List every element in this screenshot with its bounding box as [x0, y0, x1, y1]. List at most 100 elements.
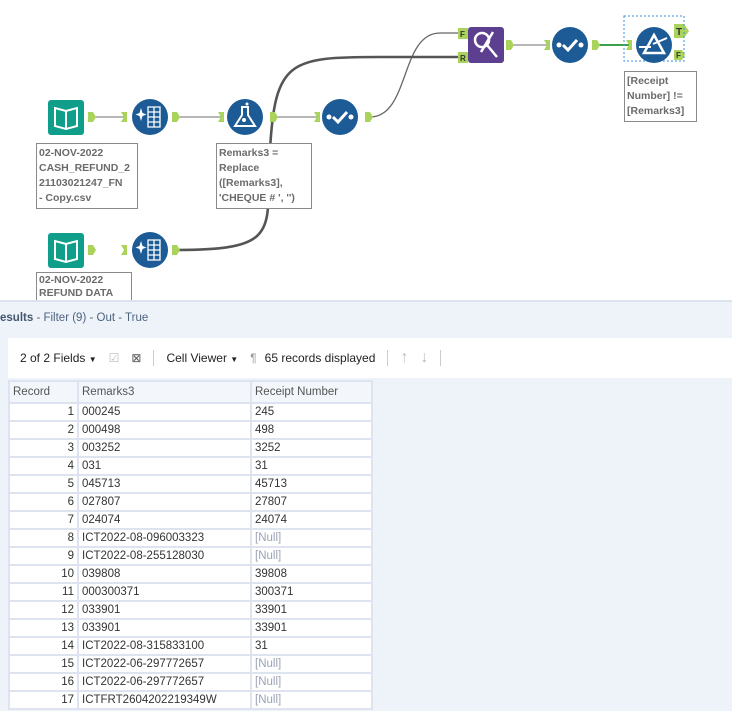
data-cleansing-tool-2[interactable]: [551, 26, 589, 64]
caret-down-icon: ▼: [88, 355, 97, 364]
anno-line: 21103021247_FN: [39, 177, 123, 189]
remarks3-cell[interactable]: ICT2022-08-255128030: [77, 546, 252, 566]
column-header-record[interactable]: Record: [8, 380, 79, 404]
remarks3-cell[interactable]: ICT2022-06-297772657: [77, 672, 252, 692]
fields-dropdown[interactable]: 2 of 2 Fields ▼: [20, 351, 97, 365]
record-cell[interactable]: 2: [8, 420, 79, 440]
remarks3-cell[interactable]: ICT2022-08-096003323: [77, 528, 252, 548]
record-cell[interactable]: 6: [8, 492, 79, 512]
record-cell[interactable]: 14: [8, 636, 79, 656]
receipt-number-cell[interactable]: 33901: [250, 618, 373, 638]
deselect-icon[interactable]: ⊠: [131, 351, 142, 365]
receipt-number-cell[interactable]: 39808: [250, 564, 373, 584]
results-panel: esults - Filter (9) - Out - True 2 of 2 …: [0, 300, 732, 711]
formula-tool[interactable]: [226, 98, 264, 136]
column-header-receipt-number[interactable]: Receipt Number: [250, 380, 373, 404]
record-cell[interactable]: 10: [8, 564, 79, 584]
arrow-up-icon[interactable]: ↑: [400, 349, 409, 366]
record-cell[interactable]: 16: [8, 672, 79, 692]
data-cleansing-tool-1[interactable]: [321, 98, 359, 136]
receipt-number-cell[interactable]: [Null]: [250, 672, 373, 692]
anno-line: 02-NOV-2022: [39, 147, 104, 159]
record-cell[interactable]: 5: [8, 474, 79, 494]
select-tool-2[interactable]: [131, 231, 169, 269]
remarks3-cell[interactable]: 045713: [77, 474, 252, 494]
anno-line: Replace: [219, 162, 260, 174]
pilcrow-icon[interactable]: ¶: [250, 351, 257, 365]
remarks3-cell[interactable]: ICT2022-06-297772657: [77, 654, 252, 674]
record-cell[interactable]: 4: [8, 456, 79, 476]
remarks3-cell[interactable]: 033901: [77, 618, 252, 638]
receipt-number-cell[interactable]: 31: [250, 636, 373, 656]
receipt-number-cell[interactable]: [Null]: [250, 654, 373, 674]
results-toolbar: 2 of 2 Fields ▼ ☑ ⊠ Cell Viewer ▼ ¶ 65 r…: [8, 338, 732, 378]
record-cell[interactable]: 15: [8, 654, 79, 674]
remarks3-cell[interactable]: 024074: [77, 510, 252, 530]
check-dots-icon: [552, 27, 588, 63]
remarks3-cell[interactable]: 003252: [77, 438, 252, 458]
input-data-tool-1[interactable]: [47, 98, 85, 136]
remarks3-cell[interactable]: ICT2022-08-315833100: [77, 636, 252, 656]
record-cell[interactable]: 8: [8, 528, 79, 548]
record-cell[interactable]: 17: [8, 690, 79, 710]
arrow-down-icon[interactable]: ↓: [420, 349, 429, 366]
remarks3-cell[interactable]: 000300371: [77, 582, 252, 602]
remarks3-cell[interactable]: 000245: [77, 402, 252, 422]
filter-tool[interactable]: [635, 26, 673, 64]
receipt-number-cell[interactable]: 24074: [250, 510, 373, 530]
join-tool[interactable]: [467, 26, 505, 64]
record-cell[interactable]: 3: [8, 438, 79, 458]
remarks3-cell[interactable]: ICTFRT2604202219349W: [77, 690, 252, 710]
receipt-number-cell[interactable]: 498: [250, 420, 373, 440]
cell-viewer-dropdown[interactable]: Cell Viewer ▼: [166, 351, 238, 365]
filter-false-label: F: [676, 51, 681, 60]
receipt-number-cell[interactable]: [Null]: [250, 528, 373, 548]
receipt-number-cell[interactable]: 3252: [250, 438, 373, 458]
wire-dataclean-join: [369, 32, 462, 118]
remarks3-cell[interactable]: 000498: [77, 420, 252, 440]
record-cell[interactable]: 13: [8, 618, 79, 638]
checkbox-icon[interactable]: ☑: [108, 351, 120, 365]
column-header-remarks3[interactable]: Remarks3: [77, 380, 252, 404]
remarks3-cell[interactable]: 033901: [77, 600, 252, 620]
receipt-number-cell[interactable]: 33901: [250, 600, 373, 620]
select-tool-1[interactable]: [131, 98, 169, 136]
remarks3-cell[interactable]: 027807: [77, 492, 252, 512]
receipt-number-cell[interactable]: 245: [250, 402, 373, 422]
input-data-tool-2[interactable]: [47, 231, 85, 269]
receipt-number-cell[interactable]: 31: [250, 456, 373, 476]
record-cell[interactable]: 1: [8, 402, 79, 422]
fields-label: 2 of 2 Fields: [20, 351, 86, 365]
receipt-number-cell[interactable]: 45713: [250, 474, 373, 494]
remarks3-cell[interactable]: 031: [77, 456, 252, 476]
receipt-number-cell[interactable]: [Null]: [250, 546, 373, 566]
receipt-number-cell[interactable]: 27807: [250, 492, 373, 512]
receipt-number-cell[interactable]: 300371: [250, 582, 373, 602]
record-cell[interactable]: 7: [8, 510, 79, 530]
record-cell[interactable]: 11: [8, 582, 79, 602]
receipt-number-cell[interactable]: [Null]: [250, 690, 373, 710]
remarks3-cell[interactable]: 039808: [77, 564, 252, 584]
record-cell[interactable]: 12: [8, 600, 79, 620]
record-cell[interactable]: 9: [8, 546, 79, 566]
anno-line: - Copy.csv: [39, 192, 92, 204]
anno-line: Remarks3 =: [219, 147, 279, 159]
